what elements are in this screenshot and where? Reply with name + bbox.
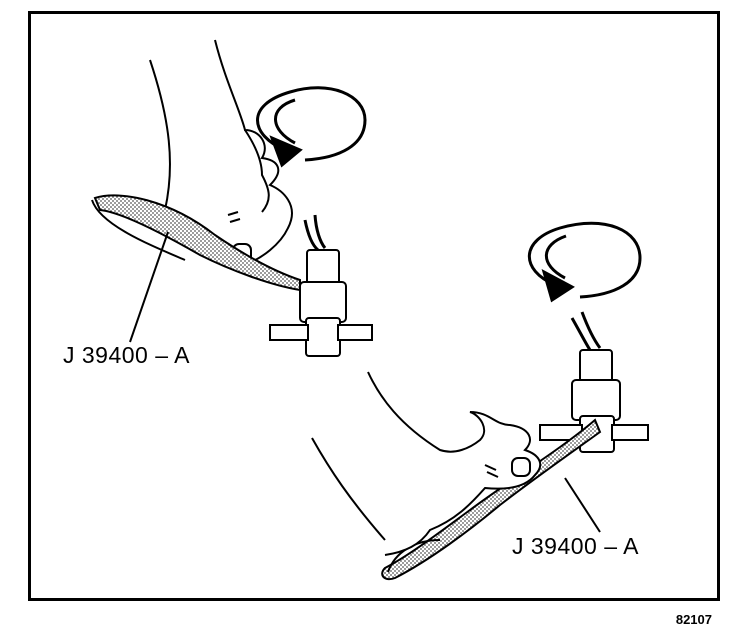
rotation-arrow-bottom — [527, 221, 642, 303]
leader-line-bottom — [564, 477, 601, 533]
hand-top — [149, 39, 293, 267]
tool-callout-bottom: J 39400 – A — [512, 533, 639, 559]
leader-line-top — [129, 231, 169, 343]
figure-number: 82107 — [675, 612, 712, 627]
hand-bottom — [311, 371, 542, 556]
pressure-sensor-top — [269, 214, 373, 357]
figure-frame — [28, 11, 720, 601]
tool-callout-top: J 39400 – A — [63, 342, 190, 368]
rotation-arrow-top — [256, 86, 367, 168]
